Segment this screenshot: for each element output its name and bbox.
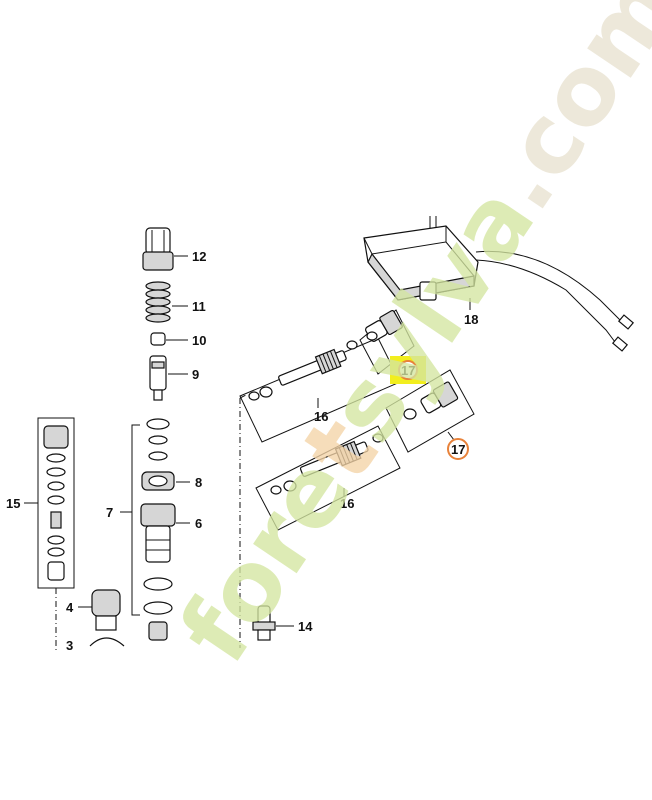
part-4-nut — [91, 589, 121, 631]
part-17-upper — [359, 309, 415, 375]
watermark: foretsylva.com — [158, 0, 652, 682]
callout-16-upper: 16 — [314, 409, 328, 424]
part-6-body — [140, 503, 176, 563]
callout-8: 8 — [195, 475, 202, 490]
part-18-module — [363, 216, 635, 352]
part-10-washer — [150, 332, 166, 346]
callout-12: 12 — [192, 249, 206, 264]
callout-16-lower: 16 — [340, 496, 354, 511]
part-12-nut — [142, 227, 174, 271]
part-17-lower — [385, 369, 475, 453]
callout-9: 9 — [192, 367, 199, 382]
callout-15: 15 — [6, 496, 20, 511]
part-15-kit — [37, 417, 75, 589]
callout-18: 18 — [464, 312, 478, 327]
callout-3: 3 — [66, 638, 73, 653]
part-8-hex — [141, 471, 175, 491]
callout-17-upper: 17 — [401, 363, 415, 378]
part-16-upper — [239, 337, 401, 443]
part-14-fitting — [252, 605, 276, 641]
left-stack — [140, 227, 176, 641]
callout-6: 6 — [195, 516, 202, 531]
callout-17-lower: 17 — [451, 442, 465, 457]
svg-text:foretsylva.com: foretsylva.com — [158, 0, 652, 682]
callout-10: 10 — [192, 333, 206, 348]
part-11-spring — [145, 281, 171, 323]
highlight-17-circle — [447, 438, 469, 460]
callout-14: 14 — [298, 619, 313, 634]
part-9-piston — [149, 355, 167, 401]
callout-11: 11 — [192, 299, 206, 314]
part-16-lower — [255, 425, 401, 531]
callout-4: 4 — [66, 600, 74, 615]
bracket-7 — [131, 424, 140, 616]
part-3-ring — [89, 637, 125, 647]
callout-7: 7 — [106, 505, 113, 520]
